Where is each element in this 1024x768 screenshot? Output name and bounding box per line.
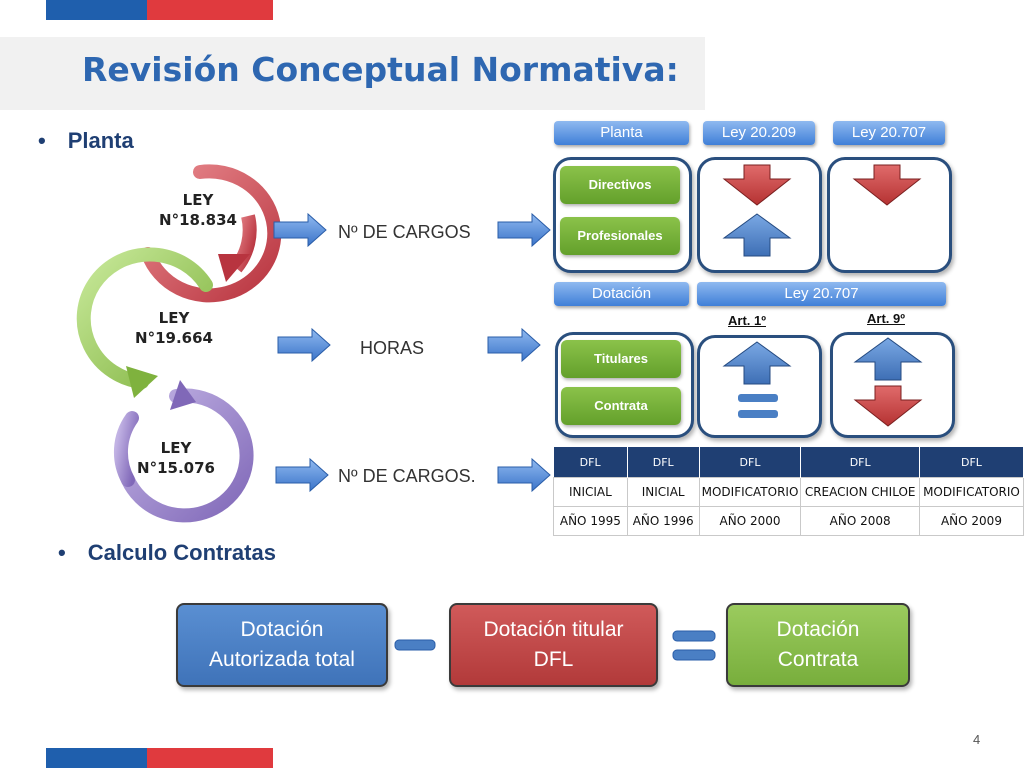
dfl-cell: MODIFICATORIO	[918, 477, 1024, 507]
arrow-down-icon	[722, 164, 792, 206]
arrow-right-icon	[497, 212, 551, 248]
minus-icon	[394, 639, 436, 651]
planta-item-directivos: Directivos	[560, 166, 680, 204]
dfl-header-row: DFL DFL DFL DFL DFL	[553, 447, 1024, 478]
row-label-cargos-2: Nº DE CARGOS.	[338, 466, 476, 486]
planta-item-profesionales: Profesionales	[560, 217, 680, 255]
tab-planta: Planta	[554, 121, 689, 145]
row-label-cargos: Nº DE CARGOS	[338, 222, 471, 242]
slide-title: Revisión Conceptual Normativa:	[82, 50, 679, 89]
arrow-right-icon	[275, 457, 329, 493]
cycle-ring-3	[113, 380, 254, 523]
art-1-label: Art. 1º	[728, 313, 766, 328]
formula-box-dotacion-titular: Dotación titular DFL	[449, 603, 658, 687]
art-9-label: Art. 9º	[867, 311, 905, 326]
dotacion-item-titulares: Titulares	[561, 340, 681, 378]
row-label-horas: HORAS	[360, 338, 425, 358]
bullet-planta: •Planta	[38, 128, 134, 153]
arrow-right-icon	[277, 327, 331, 363]
dfl-cell: INICIAL	[553, 477, 628, 507]
title-background	[0, 37, 705, 110]
bullet-planta-label: Planta	[67, 128, 134, 153]
table-row: AÑO 1995 AÑO 1996 AÑO 2000 AÑO 2008 AÑO …	[553, 506, 1024, 536]
tab-ley-20209: Ley 20.209	[703, 121, 815, 145]
cycle-ring-2	[76, 247, 213, 398]
dfl-header-cell: DFL	[800, 447, 920, 478]
tab-ley-20707: Ley 20.707	[833, 121, 945, 145]
tab-dotacion: Dotación	[554, 282, 689, 306]
top-brand-bar	[46, 0, 273, 20]
dfl-header-cell: DFL	[627, 447, 700, 478]
arrow-down-icon	[853, 385, 923, 427]
formula-box-line: DFL	[533, 648, 574, 671]
dfl-header-cell: DFL	[699, 447, 802, 478]
formula-box-line: Contrata	[777, 648, 859, 671]
formula-box-line: Dotación	[776, 618, 860, 641]
equals-icon	[738, 394, 778, 418]
arrow-up-icon	[853, 337, 923, 381]
equals-icon	[672, 630, 716, 661]
tab-ley-20707-dotacion: Ley 20.707	[697, 282, 946, 306]
dfl-cell: AÑO 2000	[698, 506, 802, 536]
arrow-up-icon	[722, 341, 792, 385]
dfl-cell: INICIAL	[626, 477, 700, 507]
dfl-header-cell: DFL	[553, 447, 628, 478]
formula-box-dotacion-contrata: Dotación Contrata	[726, 603, 910, 687]
cycle-ring-1	[141, 164, 282, 303]
dotacion-item-contrata: Contrata	[561, 387, 681, 425]
bottom-brand-bar	[46, 748, 273, 768]
formula-box-line: Autorizada total	[209, 648, 355, 671]
arrow-right-icon	[487, 327, 541, 363]
law-cycle-diagram	[76, 164, 282, 523]
arrow-down-icon	[852, 164, 922, 206]
dfl-table: DFL DFL DFL DFL DFL INICIAL INICIAL MODI…	[553, 447, 1024, 536]
arrow-right-icon	[497, 457, 551, 493]
dfl-cell: MODIFICATORIO	[698, 477, 802, 507]
page-number: 4	[973, 732, 981, 747]
table-row: INICIAL INICIAL MODIFICATORIO CREACION C…	[553, 477, 1024, 507]
bullet-calculo: •Calculo Contratas	[58, 540, 276, 565]
formula-box-line: Dotación titular	[483, 618, 624, 641]
dfl-cell: CREACION CHILOE	[800, 477, 920, 507]
arrow-up-icon	[722, 213, 792, 257]
dfl-cell: AÑO 1996	[626, 506, 700, 536]
formula-box-dotacion-autorizada: Dotación Autorizada total	[176, 603, 388, 687]
dfl-header-cell: DFL	[919, 447, 1024, 478]
dfl-cell: AÑO 1995	[553, 506, 628, 536]
formula-box-line: Dotación	[240, 618, 324, 641]
dfl-cell: AÑO 2009	[918, 506, 1024, 536]
bullet-calculo-label: Calculo Contratas	[87, 540, 276, 565]
dfl-cell: AÑO 2008	[800, 506, 920, 536]
arrow-right-icon	[273, 212, 327, 248]
